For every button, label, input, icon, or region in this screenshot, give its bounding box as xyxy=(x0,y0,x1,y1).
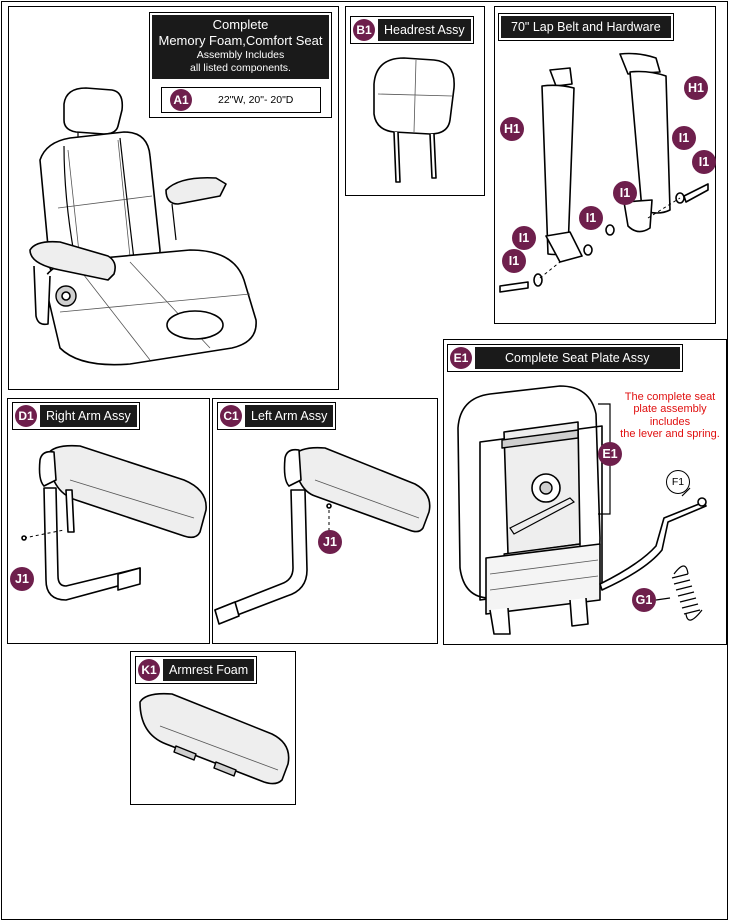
seat-illustration xyxy=(29,87,257,366)
lap-belt-callout-h1-left: H1 xyxy=(500,117,524,141)
seat-plate-note-line4: the lever and spring. xyxy=(620,427,720,440)
armrest-foam-badge: K1 xyxy=(138,659,160,681)
seat-title-line1: Complete xyxy=(212,17,269,32)
lap-belt-callout-i1-f: I1 xyxy=(502,249,526,273)
lap-belt-illustration xyxy=(499,52,709,293)
left-arm-callout-j1: J1 xyxy=(318,530,342,554)
seat-plate-note: The complete seat plate assembly include… xyxy=(612,391,728,440)
right-arm-badge: D1 xyxy=(15,405,37,427)
armrest-foam-illustration xyxy=(139,692,290,785)
seat-plate-badge: E1 xyxy=(450,347,472,369)
armrest-foam-header: K1 Armrest Foam xyxy=(135,656,258,684)
seat-subtitle-line2: all listed components. xyxy=(190,62,291,74)
headrest-header: B1 Headrest Assy xyxy=(350,16,474,44)
lap-belt-callout-i1-b: I1 xyxy=(692,150,716,174)
lap-belt-callout-i1-d: I1 xyxy=(579,206,603,230)
seat-plate-note-line2: plate assembly xyxy=(633,403,707,416)
lap-belt-callout-i1-e: I1 xyxy=(512,226,536,250)
seat-plate-note-line1: The complete seat xyxy=(624,391,716,403)
left-arm-title: Left Arm Assy xyxy=(245,405,334,427)
right-arm-illustration xyxy=(21,444,207,601)
left-arm-illustration xyxy=(214,446,431,625)
seat-title-line2: Memory Foam,Comfort Seat xyxy=(158,33,323,48)
seat-size-spec: 22"W, 20"- 20"D xyxy=(218,94,294,106)
lap-belt-title: 70" Lap Belt and Hardware xyxy=(501,16,671,38)
seat-size-row: A1 22"W, 20"- 20"D xyxy=(161,87,321,113)
left-arm-header: C1 Left Arm Assy xyxy=(217,402,337,430)
lap-belt-callout-i1-c: I1 xyxy=(613,181,637,205)
seat-plate-header: E1 Complete Seat Plate Assy xyxy=(447,344,683,372)
seat-plate-callout-g1: G1 xyxy=(632,588,656,612)
seat-plate-title: Complete Seat Plate Assy xyxy=(475,347,680,369)
seat-plate-callout-e1: E1 xyxy=(598,442,622,466)
right-arm-title: Right Arm Assy xyxy=(40,405,137,427)
seat-badge: A1 xyxy=(170,89,192,111)
lap-belt-header: 70" Lap Belt and Hardware xyxy=(498,13,674,41)
seat-title-box: Complete Memory Foam,Comfort Seat Assemb… xyxy=(149,12,332,118)
armrest-foam-title: Armrest Foam xyxy=(163,659,255,681)
seat-plate-note-line3: includes xyxy=(649,415,691,428)
right-arm-header: D1 Right Arm Assy xyxy=(12,402,140,430)
headrest-badge: B1 xyxy=(353,19,375,41)
seat-subtitle-line1: Assembly Includes xyxy=(196,49,285,61)
seat-plate-illustration xyxy=(457,385,707,635)
seat-plate-callout-f1: F1 xyxy=(666,470,690,494)
seat-title-block: Complete Memory Foam,Comfort Seat Assemb… xyxy=(152,15,329,79)
headrest-title: Headrest Assy xyxy=(378,19,471,41)
lap-belt-callout-h1-right: H1 xyxy=(684,76,708,100)
lap-belt-callout-i1-a: I1 xyxy=(672,126,696,150)
right-arm-callout-j1: J1 xyxy=(10,567,34,591)
left-arm-badge: C1 xyxy=(220,405,242,427)
headrest-illustration xyxy=(373,57,455,183)
